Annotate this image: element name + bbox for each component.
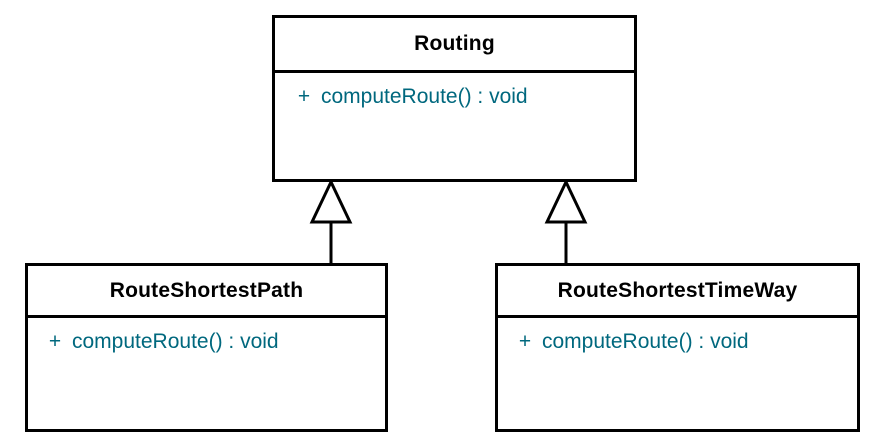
generalization-arrowhead-left — [309, 178, 353, 224]
uml-method-signature: computeRoute() : void — [542, 330, 749, 353]
uml-class-header-route-shortest-path: RouteShortestPath — [28, 266, 385, 318]
uml-method-visibility: + — [518, 330, 532, 353]
uml-class-routing[interactable]: Routing + computeRoute() : void — [272, 15, 637, 182]
generalization-arrowhead-right — [544, 178, 588, 224]
uml-class-body-route-shortest-time-way: + computeRoute() : void — [498, 318, 857, 429]
uml-class-body-routing: + computeRoute() : void — [275, 73, 634, 179]
uml-method-signature: computeRoute() : void — [321, 85, 528, 108]
uml-method-visibility: + — [48, 330, 62, 353]
uml-class-header-routing: Routing — [275, 18, 634, 73]
uml-method-row: + computeRoute() : void — [498, 330, 857, 354]
uml-method-row: + computeRoute() : void — [275, 85, 634, 109]
uml-class-body-route-shortest-path: + computeRoute() : void — [28, 318, 385, 429]
uml-method-row: + computeRoute() : void — [28, 330, 385, 354]
uml-method-signature: computeRoute() : void — [72, 330, 279, 353]
uml-class-name-routing: Routing — [414, 32, 495, 55]
uml-class-route-shortest-time-way[interactable]: RouteShortestTimeWay + computeRoute() : … — [495, 263, 860, 432]
uml-class-name-route-shortest-path: RouteShortestPath — [109, 278, 304, 302]
uml-class-header-route-shortest-time-way: RouteShortestTimeWay — [498, 266, 857, 318]
uml-method-visibility: + — [297, 85, 311, 108]
uml-class-route-shortest-path[interactable]: RouteShortestPath + computeRoute() : voi… — [25, 263, 388, 432]
generalization-route-shortest-path — [309, 178, 353, 263]
uml-class-name-route-shortest-time-way: RouteShortestTimeWay — [557, 278, 798, 302]
generalization-route-shortest-time-way — [544, 178, 588, 263]
